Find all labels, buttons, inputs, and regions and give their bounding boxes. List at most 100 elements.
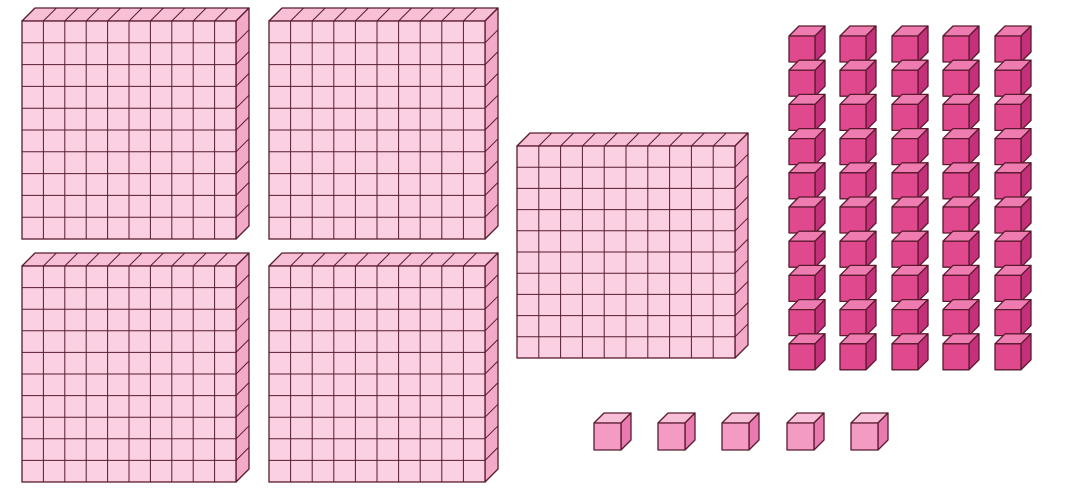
cube-front-face <box>891 343 919 371</box>
ten-rod-cube <box>942 196 980 234</box>
ten-rod-cube <box>994 25 1032 63</box>
hundred-flat <box>516 132 749 359</box>
ten-rod-cube <box>891 333 929 371</box>
cube-front-face <box>994 343 1022 371</box>
ten-rod-cube <box>942 59 980 97</box>
ten-rod-cube <box>942 264 980 303</box>
cube-front-face <box>721 422 750 451</box>
ten-rod <box>788 25 826 371</box>
ten-rod-cube <box>788 162 826 200</box>
cube-front-face <box>994 172 1022 200</box>
cube-front-face <box>839 103 867 132</box>
cube-front-face <box>891 308 919 337</box>
cube-front-face <box>994 69 1022 97</box>
cube-front-face <box>942 172 970 200</box>
ten-rod-cube <box>994 264 1032 303</box>
cube-front-face <box>942 206 970 234</box>
ten-rod-cube <box>994 333 1032 371</box>
ten-rod-cube <box>788 333 826 371</box>
cube-front-face <box>786 422 815 451</box>
cube-front-face <box>657 422 686 451</box>
ten-rod-cube <box>839 333 877 371</box>
ten-rod-cube <box>891 127 929 166</box>
one-unit-cube <box>593 412 632 451</box>
flat-grid-lines <box>269 252 499 482</box>
hundreds-flats-group <box>21 7 749 483</box>
ten-rod-cube <box>891 25 929 63</box>
ten-rod-cube <box>994 298 1032 337</box>
ten-rod <box>891 25 929 371</box>
cube-front-face <box>593 422 622 451</box>
ten-rod-cube <box>891 59 929 97</box>
hundred-flat <box>21 7 250 240</box>
cube-front-face <box>788 240 816 268</box>
one-unit-cube <box>850 412 889 451</box>
flat-grid-lines <box>269 7 499 239</box>
ten-rod-cube <box>839 298 877 337</box>
ten-rod-cube <box>788 264 826 303</box>
cube-front-face <box>788 274 816 303</box>
cube-front-face <box>891 274 919 303</box>
cube-front-face <box>994 308 1022 337</box>
ten-rod-cube <box>891 298 929 337</box>
cube-front-face <box>788 69 816 97</box>
ten-rod-cube <box>994 196 1032 234</box>
ten-rod-cube <box>839 230 877 268</box>
cube-front-face <box>788 137 816 166</box>
ten-rod-cube <box>788 59 826 97</box>
cube-front-face <box>788 35 816 63</box>
ten-rod-cube <box>891 93 929 132</box>
cube-front-face <box>942 35 970 63</box>
cube-front-face <box>839 137 867 166</box>
cube-front-face <box>891 35 919 63</box>
ten-rod-cube <box>788 196 826 234</box>
cube-front-face <box>942 103 970 132</box>
ten-rod-cube <box>942 298 980 337</box>
cube-front-face <box>839 240 867 268</box>
flat-grid-lines <box>517 132 749 358</box>
cube-front-face <box>994 35 1022 63</box>
hundred-flat <box>21 252 250 483</box>
ten-rod-cube <box>994 162 1032 200</box>
ten-rod-cube <box>942 162 980 200</box>
cube-front-face <box>994 137 1022 166</box>
ten-rod-cube <box>839 264 877 303</box>
ten-rod-cube <box>994 127 1032 166</box>
ten-rod-cube <box>994 93 1032 132</box>
ten-rod-cube <box>788 25 826 63</box>
cube-front-face <box>788 343 816 371</box>
cube-front-face <box>994 240 1022 268</box>
ten-rod-cube <box>994 59 1032 97</box>
ten-rod-cube <box>942 127 980 166</box>
one-unit-cube <box>657 412 696 451</box>
ten-rod <box>994 25 1032 371</box>
ten-rod-cube <box>788 93 826 132</box>
hundred-flat <box>268 252 499 483</box>
cube-front-face <box>839 35 867 63</box>
one-unit-cube <box>786 412 825 451</box>
cube-front-face <box>942 69 970 97</box>
one-unit-cube <box>721 412 760 451</box>
cube-front-face <box>839 343 867 371</box>
cube-front-face <box>942 274 970 303</box>
ten-rod-cube <box>942 333 980 371</box>
hundred-flat <box>268 7 499 240</box>
cube-front-face <box>891 137 919 166</box>
cube-front-face <box>942 240 970 268</box>
cube-front-face <box>891 172 919 200</box>
ten-rod-cube <box>891 230 929 268</box>
cube-front-face <box>942 343 970 371</box>
cube-front-face <box>839 206 867 234</box>
flat-grid-lines <box>22 7 250 239</box>
cube-front-face <box>942 308 970 337</box>
cube-front-face <box>788 172 816 200</box>
ten-rod-cube <box>839 25 877 63</box>
ten-rod-cube <box>839 162 877 200</box>
ten-rod-cube <box>788 127 826 166</box>
cube-front-face <box>891 69 919 97</box>
cube-front-face <box>891 206 919 234</box>
flat-grid-lines <box>22 252 250 482</box>
cube-front-face <box>994 103 1022 132</box>
